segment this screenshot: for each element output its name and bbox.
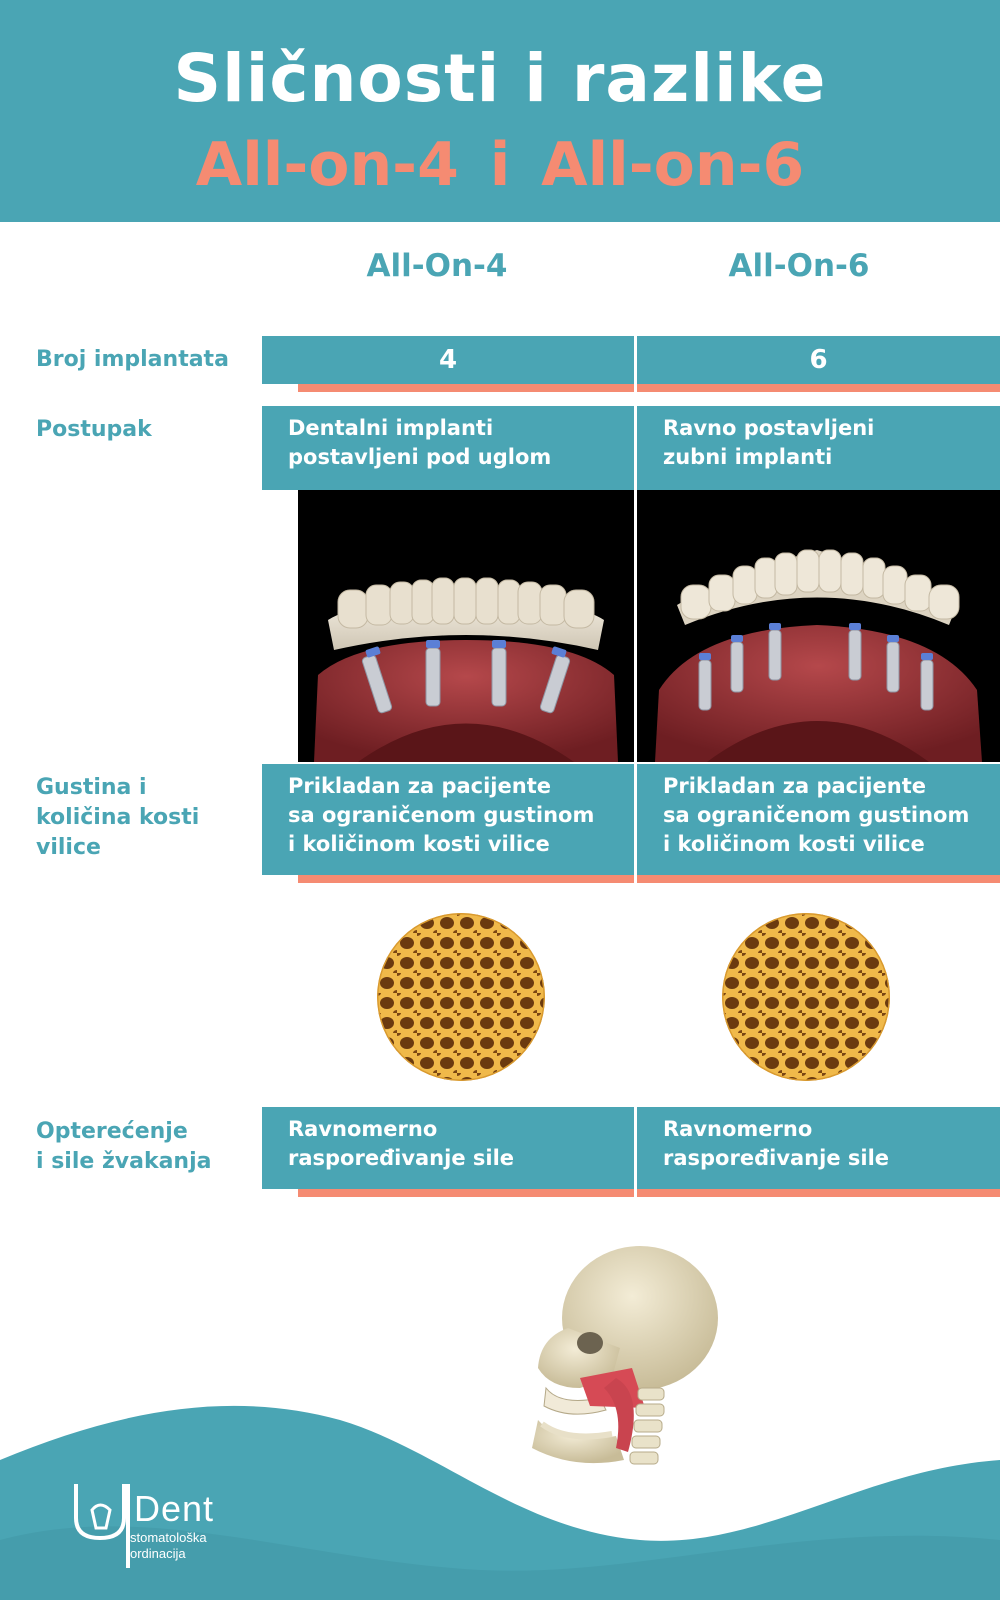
row-label-procedure: Postupak [36,417,152,442]
header-banner: Sličnosti i razlike All-on-4 i All-on-6 [0,0,1000,222]
cell-underline [298,1189,634,1197]
all-on-6-implant-image [637,490,1000,762]
cell-text-line: zubni implanti [663,445,833,469]
cell-load-right: Ravnomerno raspoređivanje sile [637,1107,1000,1189]
row-label-line: količina kosti [36,805,200,830]
row-label-line: Gustina i [36,775,147,800]
column-header-all-on-4: All-On-4 [366,248,508,284]
logo-subtitle-2: ordinacija [130,1546,186,1561]
cell-underline [637,875,1000,883]
bone-tissue-illustration [722,913,890,1081]
row-label-line: Opterećenje [36,1119,188,1144]
bone-tissue-image-left [377,913,545,1081]
row-label-density: Gustina i količina kosti vilice [36,773,256,863]
cell-text-line: Ravnomerno [663,1117,813,1141]
cell-text-line: Ravnomerno [288,1117,438,1141]
all-on-4-implant-image [298,490,634,762]
cell-procedure-right: Ravno postavljeni zubni implanti [637,406,1000,490]
footer-wave [0,1405,1000,1600]
row-label-line: i sile žvakanja [36,1149,212,1174]
row-label-implants: Broj implantata [36,347,229,372]
cell-text-line: Dentalni implanti [288,416,494,440]
cell-underline [637,384,1000,392]
cell-density-left: Prikladan za pacijente sa ograničenom gu… [262,764,634,875]
cell-load-left: Ravnomerno raspoređivanje sile [262,1107,634,1189]
cell-underline [637,1189,1000,1197]
row-label-load: Opterećenje i sile žvakanja [36,1117,256,1177]
logo-subtitle-1: stomatološka [130,1530,207,1545]
logo-name: Dent [134,1488,215,1529]
page-title: Sličnosti i razlike [173,40,827,117]
cell-text-line: Ravno postavljeni [663,416,875,440]
cell-text-line: Prikladan za pacijente [663,774,926,798]
page-subtitle: All-on-4 i All-on-6 [195,130,805,200]
cell-text-line: Prikladan za pacijente [288,774,551,798]
cell-text-line: postavljeni pod uglom [288,445,552,469]
cell-text-line: raspoređivanje sile [663,1146,890,1170]
cell-underline [298,384,634,392]
bone-tissue-image-right [722,913,890,1081]
updent-logo: Dent stomatološka ordinacija [70,1480,230,1570]
column-header-all-on-6: All-On-6 [728,248,870,284]
cell-text-line: sa ograničenom gustinom [288,803,595,827]
cell-text-line: i količinom kosti vilice [288,832,550,856]
cell-density-right: Prikladan za pacijente sa ograničenom gu… [637,764,1000,875]
cell-implants-right: 6 [637,336,1000,384]
cell-implants-left: 4 [262,336,634,384]
dental-implant-illustration [314,577,618,762]
cell-underline [298,875,634,883]
cell-procedure-left: Dentalni implanti postavljeni pod uglom [262,406,634,490]
cell-text-line: i količinom kosti vilice [663,832,925,856]
bone-tissue-illustration [377,913,545,1081]
skull-jaw-illustration [532,1246,718,1465]
dental-implant-illustration [655,549,982,762]
cell-text-line: sa ograničenom gustinom [663,803,970,827]
cell-text-line: raspoređivanje sile [288,1146,515,1170]
row-label-line: vilice [36,835,101,860]
tooth-logo-icon [74,1484,130,1568]
